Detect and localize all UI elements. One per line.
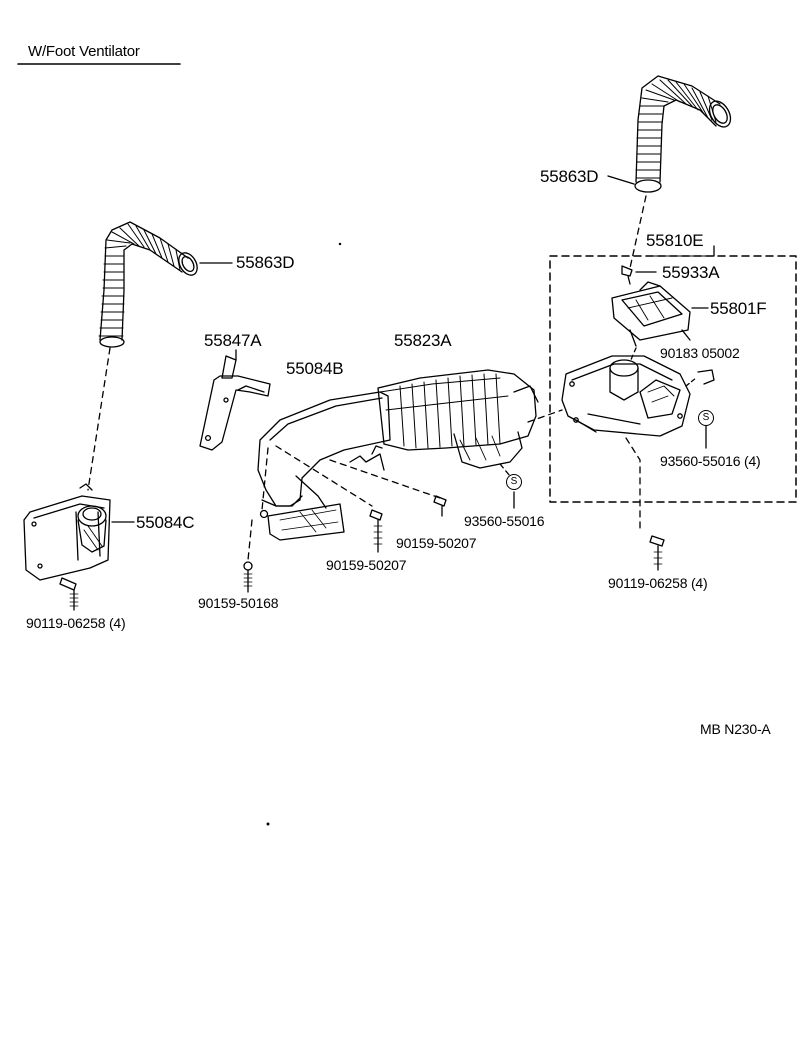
assembly-box <box>549 255 797 503</box>
callout-screw-bottom-right: 90119-06258 (4) <box>608 575 708 591</box>
plug-part <box>621 265 633 285</box>
header-title: W/Foot Ventilator <box>28 43 140 60</box>
callout-damper: 55801F <box>710 299 767 318</box>
damper-part <box>611 281 691 347</box>
bracket-part <box>199 349 271 451</box>
callout-duct-left: 55084C <box>136 513 195 532</box>
leader-hose-right <box>607 175 635 185</box>
callout-hose-left: 55863D <box>236 253 295 272</box>
callout-duct-hose: 55823A <box>394 331 452 350</box>
screw-center-low <box>243 561 253 593</box>
callout-nut-center: 93560-55016 <box>464 513 545 529</box>
screw-center-b <box>433 495 447 517</box>
callout-duct-center: 55084B <box>286 359 344 378</box>
duct-hose-part <box>377 369 539 469</box>
center-duct-part <box>257 391 391 541</box>
clip-right <box>697 369 715 385</box>
right-hose-part <box>634 75 732 193</box>
dash-center-6 <box>527 409 563 423</box>
dash-center-5 <box>499 463 511 477</box>
screw-left <box>59 577 79 611</box>
callout-hose-right: 55863D <box>540 167 599 186</box>
dash-center-2 <box>247 519 253 561</box>
dash-center-3 <box>275 445 373 507</box>
callout-circle-nut-center: S <box>506 474 522 490</box>
dash-clip <box>685 377 697 387</box>
dash-hose-left <box>87 347 111 491</box>
dash-center-1 <box>261 447 269 511</box>
callout-screw-center-b: 90159-50207 <box>396 535 477 551</box>
dash-damper <box>629 347 637 363</box>
left-hose-part <box>98 221 198 348</box>
callout-circle-nut-right: S <box>698 410 714 426</box>
right-duct-part <box>561 355 691 437</box>
callout-screw-center-low: 90159-50168 <box>198 595 279 611</box>
screw-right <box>649 535 665 571</box>
callout-screw-bottom-left: 90119-06258 (4) <box>26 615 126 631</box>
screw-center-a <box>369 509 383 553</box>
callout-bracket: 55847A <box>204 331 262 350</box>
callout-assembly: 55810E <box>646 231 704 250</box>
dash-hose-right <box>629 195 647 269</box>
callout-clip-right: 90183 05002 <box>660 345 740 361</box>
callout-screw-center-a: 90159-50207 <box>326 557 407 573</box>
dash-center-4 <box>329 459 441 499</box>
callout-plug: 55933A <box>662 263 720 282</box>
left-duct-part <box>23 483 111 581</box>
callout-nut-right: 93560-55016 (4) <box>660 453 761 469</box>
dash-right-bottom <box>625 437 641 531</box>
diagram-code: MB N230-A <box>700 721 771 737</box>
